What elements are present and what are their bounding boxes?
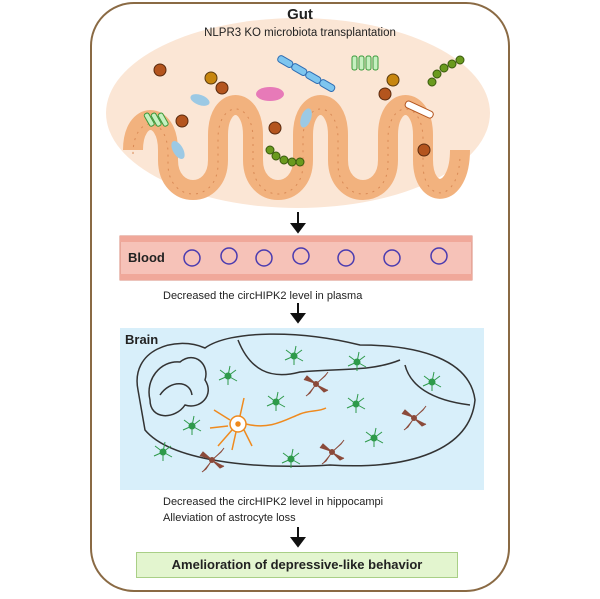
brain-label: Brain (125, 332, 159, 347)
blood-label: Blood (128, 250, 165, 265)
brain-caption-2: Alleviation of astrocyte loss (163, 512, 296, 524)
gut-title: Gut (287, 6, 313, 23)
outcome-box: Amelioration of depressive-like behavior (136, 552, 458, 578)
gut-microbiota (143, 55, 465, 167)
down-arrow-icon (290, 212, 306, 548)
neuron (209, 397, 327, 451)
gut-subtitle: NLPR3 KO microbiota transplantation (204, 27, 396, 39)
brain-outline (136, 333, 476, 467)
microglia (199, 371, 427, 473)
blood-vessel (119, 235, 473, 281)
astrocytes (153, 345, 442, 468)
blood-caption: Decreased the circHIPK2 level in plasma (163, 290, 363, 302)
brain-caption-1: Decreased the circHIPK2 level in hippoca… (163, 496, 384, 508)
